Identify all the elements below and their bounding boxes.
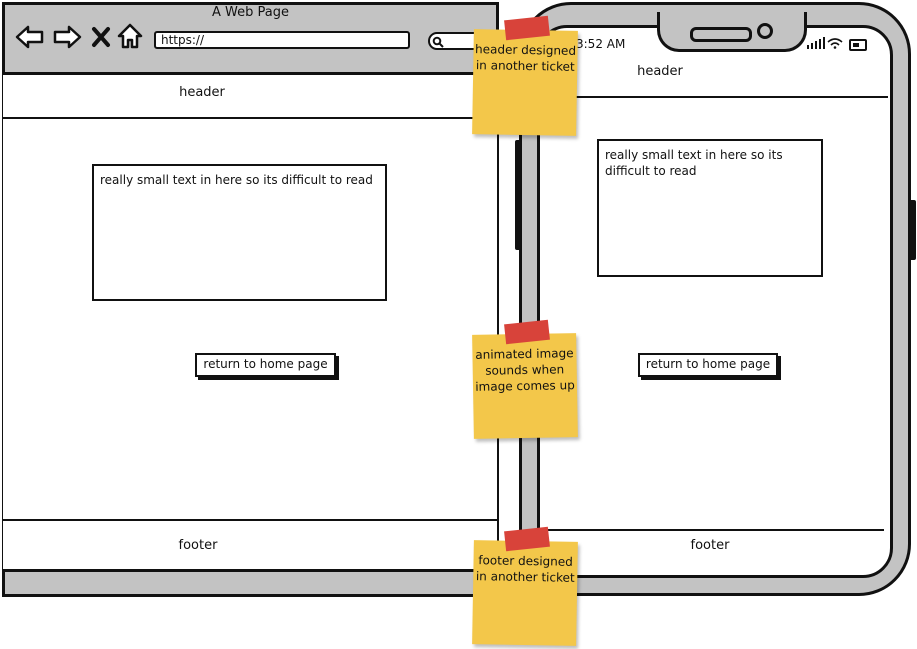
browser-title: A Web Page — [212, 5, 289, 20]
phone-status-time: 3:52 AM — [576, 37, 626, 51]
phone-text-box: really small text in here so its difficu… — [597, 139, 823, 277]
forward-arrow-icon[interactable] — [52, 25, 82, 49]
phone-header-divider — [540, 96, 888, 98]
back-arrow-icon[interactable] — [15, 25, 45, 49]
home-icon[interactable] — [117, 23, 143, 49]
search-icon — [432, 36, 444, 48]
address-bar[interactable]: https:// — [154, 31, 410, 49]
browser-content-area — [3, 72, 497, 572]
browser-header-divider — [3, 117, 497, 119]
sticky-note-footer: footer designed in another ticket — [472, 540, 578, 646]
speaker-icon — [690, 27, 752, 42]
phone-footer-divider — [540, 529, 884, 531]
phone-footer-label: footer — [690, 538, 730, 553]
sticky-note-animation: animated image sounds when image comes u… — [472, 333, 578, 439]
camera-icon — [757, 23, 773, 39]
phone-header-label: header — [637, 64, 683, 79]
phone-volume-button — [515, 140, 521, 250]
phone-side-button — [909, 200, 916, 260]
browser-text-box: really small text in here so its difficu… — [92, 164, 387, 301]
phone-screen — [537, 25, 893, 578]
phone-return-home-button[interactable]: return to home page — [638, 353, 778, 377]
browser-header-label: header — [179, 85, 225, 100]
signal-icon — [807, 37, 825, 49]
browser-footer-label: footer — [178, 538, 218, 553]
sticky-note-header: header designed in another ticket — [472, 29, 578, 136]
browser-return-home-button[interactable]: return to home page — [195, 353, 336, 377]
wifi-icon — [827, 38, 843, 49]
browser-footer-divider — [3, 519, 497, 521]
battery-icon — [849, 39, 867, 51]
close-icon[interactable] — [91, 26, 111, 48]
